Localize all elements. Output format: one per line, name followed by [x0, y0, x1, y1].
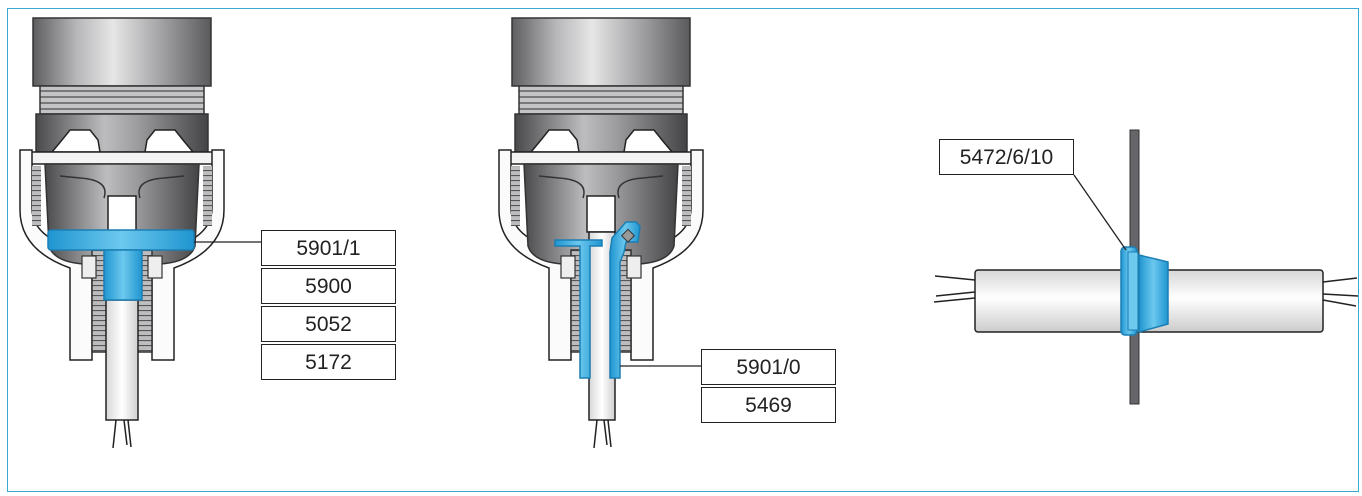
cable-grommet-assembly-right [933, 129, 1359, 405]
part-label-5472-6-10: 5472/6/10 [939, 139, 1074, 175]
figure-frame [7, 8, 1359, 492]
part-label-5901-1: 5901/1 [261, 230, 396, 266]
part-label-5052: 5052 [261, 306, 396, 342]
cable-gland-assembly-middle [498, 17, 704, 449]
part-label-5469: 5469 [701, 387, 836, 423]
part-label-5900: 5900 [261, 268, 396, 304]
cable-gland-assembly-left [19, 17, 262, 449]
part-label-5172: 5172 [261, 344, 396, 380]
part-label-5901-0: 5901/0 [701, 349, 836, 385]
